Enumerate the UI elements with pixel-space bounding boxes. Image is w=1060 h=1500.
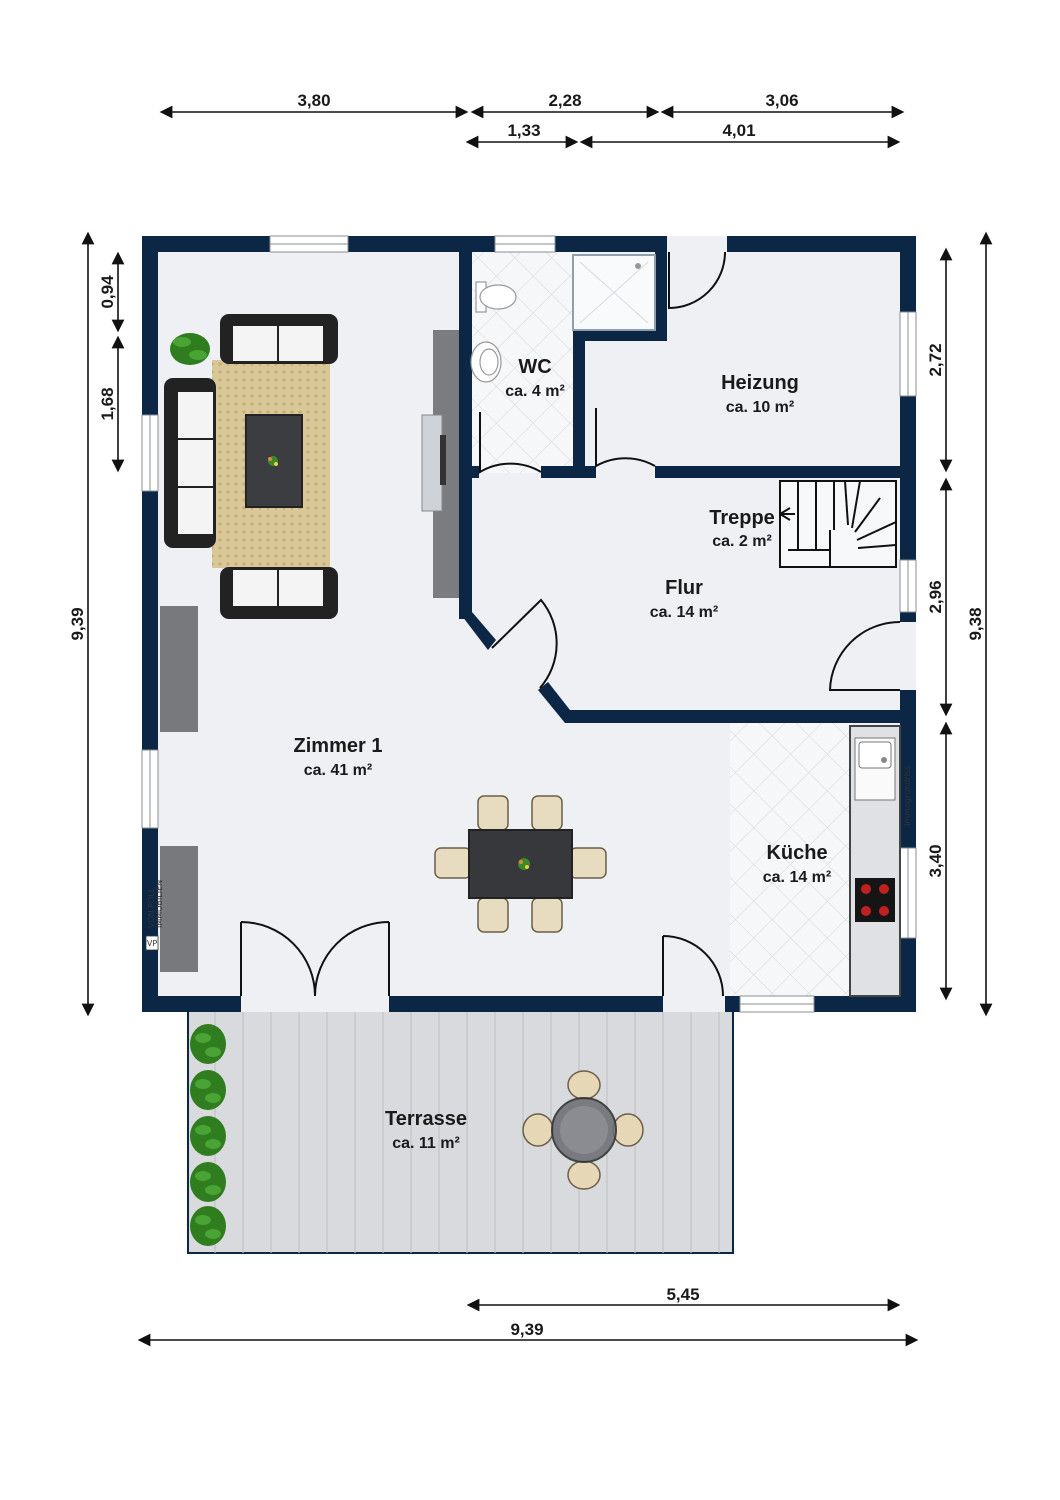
dim-left-2: 1,68 (98, 387, 117, 420)
room-area-wc: ca. 4 m² (505, 383, 565, 400)
dim-top-4: 1,33 (507, 121, 540, 140)
tv-unit-icon (421, 330, 459, 598)
room-name-wc: WC (518, 356, 551, 378)
dim-top-2: 2,28 (548, 91, 581, 110)
dim-top-1: 3,80 (297, 91, 330, 110)
logo-name: VON POLL (147, 887, 156, 928)
door-swings (240, 251, 901, 997)
dim-right-total: 9,38 (966, 607, 985, 640)
logo-sub: IMMOBILIEN (155, 880, 164, 928)
dim-right-2: 2,96 (926, 580, 945, 613)
kitchen-sink-icon (854, 737, 896, 801)
plant-icon (170, 333, 210, 365)
dim-top-3: 3,06 (765, 91, 798, 110)
openings (141, 235, 917, 1013)
room-area-zimmer1: ca. 41 m² (304, 762, 372, 779)
dining-table-icon (434, 795, 607, 933)
room-labels: Zimmer 1 ca. 41 m² WC ca. 4 m² Heizung c… (294, 356, 832, 1152)
room-name-treppe: Treppe (709, 507, 775, 529)
kitchen-floor (730, 720, 852, 998)
room-name-zimmer1: Zimmer 1 (294, 735, 383, 757)
dimension-lines (81, 105, 993, 1347)
room-area-treppe: ca. 2 m² (712, 533, 772, 550)
dim-top-5: 4,01 (722, 121, 755, 140)
dim-right-1: 2,72 (926, 343, 945, 376)
dimension-labels: 3,80 2,28 3,06 1,33 4,01 0,94 1,68 9,39 … (68, 91, 985, 1339)
logo: VP VON POLL IMMOBILIEN (145, 880, 164, 951)
room-name-terrasse: Terrasse (385, 1108, 467, 1130)
logo-initials: VP (147, 939, 157, 948)
round-table-icon (522, 1070, 644, 1190)
dim-bottom-1: 5,45 (666, 1285, 699, 1304)
room-name-heizung: Heizung (721, 372, 799, 394)
room-area-kueche: ca. 14 m² (763, 869, 831, 886)
sink-icon (470, 341, 502, 383)
plant-icon (190, 1024, 226, 1246)
cooktop-icon (855, 878, 895, 922)
dim-right-3: 3,40 (926, 844, 945, 877)
watermark: Immogrundriss (903, 766, 912, 826)
sideboard-icon (160, 606, 198, 972)
room-area-terrasse: ca. 11 m² (392, 1135, 460, 1152)
shower-icon (572, 254, 656, 331)
dim-left-1: 0,94 (98, 275, 117, 309)
room-name-flur: Flur (665, 577, 703, 599)
toilet-icon (475, 281, 517, 313)
room-area-heizung: ca. 10 m² (726, 399, 794, 416)
staircase-icon (779, 480, 897, 568)
room-name-kueche: Küche (766, 842, 827, 864)
dim-left-total: 9,39 (68, 607, 87, 640)
dim-bottom-total: 9,39 (510, 1320, 543, 1339)
sofa-icon (164, 314, 338, 619)
kitchen-counter (849, 725, 901, 997)
room-area-flur: ca. 14 m² (650, 604, 718, 621)
coffee-table-icon (245, 414, 303, 508)
